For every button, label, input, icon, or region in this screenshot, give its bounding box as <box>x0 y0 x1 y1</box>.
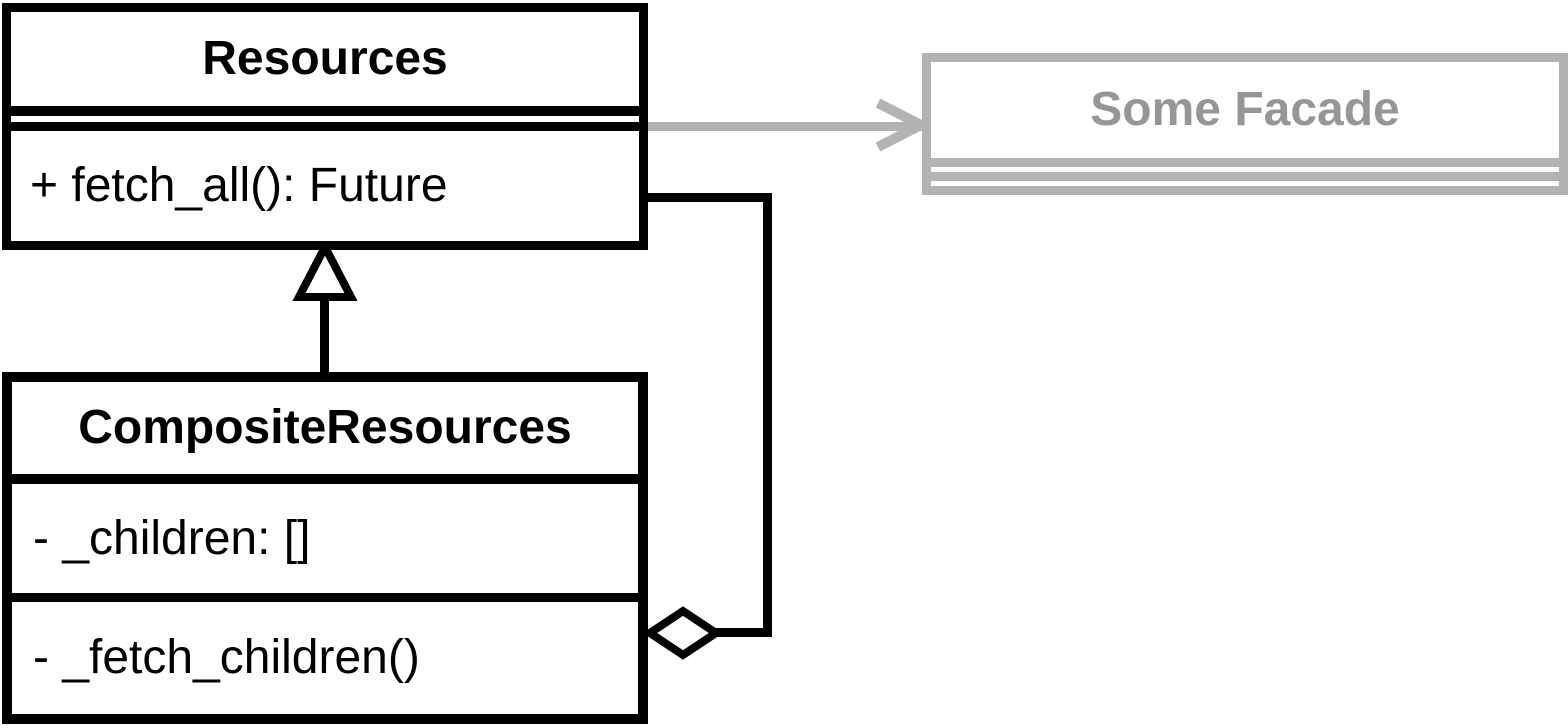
class-title-text: Resources <box>202 32 448 85</box>
class-box-resources: Resources + fetch_all(): Future <box>2 3 648 250</box>
aggregation-line-top <box>648 193 772 202</box>
compartment-separator <box>12 593 638 602</box>
class-title-composite-resources: CompositeResources <box>12 382 638 474</box>
compartment-separator <box>11 122 639 131</box>
class-title-some-facade: Some Facade <box>931 62 1559 158</box>
aggregation-diamond-icon <box>644 606 722 660</box>
dependency-arrowhead-icon <box>875 98 926 152</box>
aggregation-line-bottom <box>714 628 772 637</box>
compartment-separator <box>931 172 1559 181</box>
empty-attributes-compartment <box>931 167 1559 172</box>
class-title-text: Some Facade <box>1090 83 1400 136</box>
class-methods-composite-resources: - _fetch_children() <box>12 602 638 714</box>
method-text: - _fetch_children() <box>33 631 420 684</box>
class-title-text: CompositeResources <box>78 401 572 454</box>
class-box-some-facade: Some Facade <box>922 53 1568 195</box>
class-box-composite-resources: CompositeResources - _children: [] - _fe… <box>2 372 648 724</box>
class-attributes-composite-resources: - _children: [] <box>12 484 638 593</box>
inheritance-triangle-icon <box>292 241 358 301</box>
compartment-separator <box>11 106 639 116</box>
empty-attributes-compartment <box>11 116 639 122</box>
aggregation-line-vertical <box>763 193 772 637</box>
generalization-line <box>320 294 329 374</box>
method-text: + fetch_all(): Future <box>30 159 448 212</box>
attribute-text: - _children: [] <box>33 511 311 565</box>
class-title-resources: Resources <box>11 12 639 106</box>
compartment-separator <box>931 158 1559 167</box>
empty-methods-compartment <box>931 181 1559 186</box>
class-methods-resources: + fetch_all(): Future <box>11 131 639 241</box>
dependency-line <box>648 122 922 131</box>
compartment-separator <box>12 474 638 484</box>
